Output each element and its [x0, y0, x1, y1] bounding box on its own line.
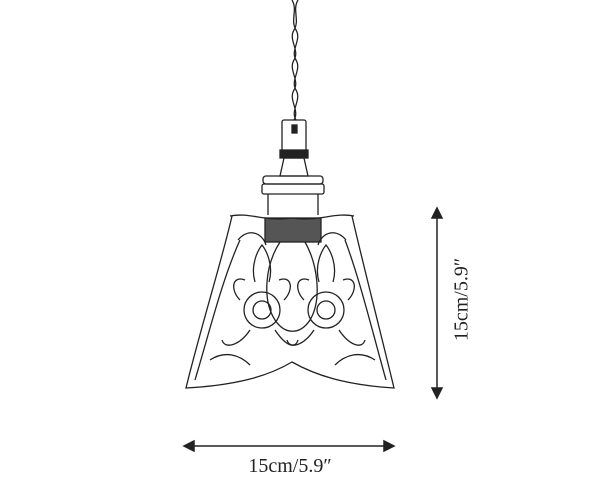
socket	[261, 119, 325, 243]
height-label: 15cm/5.9″	[450, 257, 473, 342]
width-label: 15cm/5.9″	[248, 455, 332, 477]
shade	[185, 214, 395, 389]
width-dimension-arrow	[182, 439, 396, 453]
height-dimension-arrow	[430, 206, 444, 400]
flower-right	[286, 243, 366, 346]
flower-left	[221, 243, 299, 346]
cord	[291, 0, 299, 121]
